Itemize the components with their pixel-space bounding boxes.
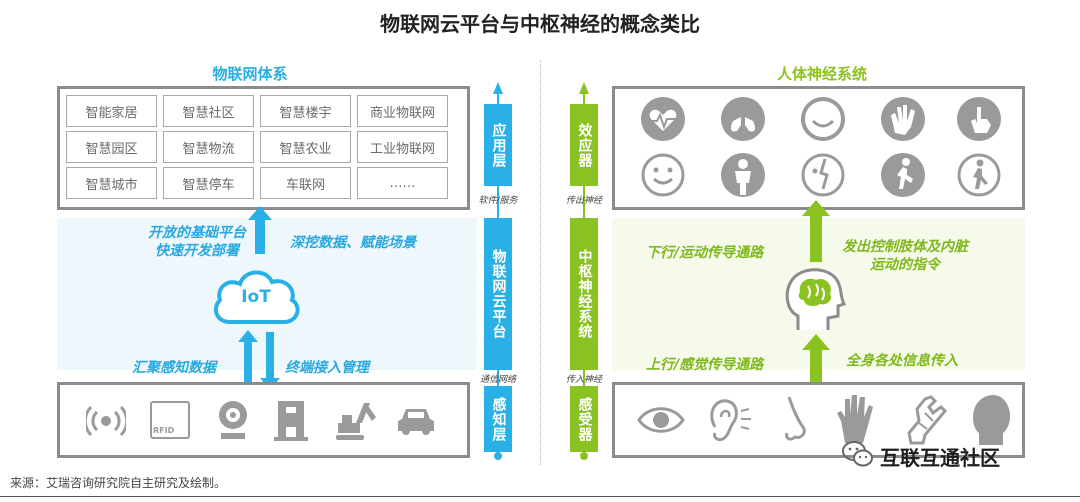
ear-icon: [710, 399, 751, 441]
app-cell: 智慧园区: [66, 131, 157, 163]
afferent-nerve-label: 传入神经: [565, 375, 602, 385]
app-cell: 商业物联网: [357, 95, 448, 127]
sensing-devices-frame: RFID: [57, 382, 470, 458]
iot-flow-dot: [494, 452, 502, 460]
collect-data-text: 汇聚感知数据: [132, 360, 216, 376]
arm-icon: [907, 395, 948, 445]
hand-icon: [837, 395, 873, 443]
iot-cloud-platform-label: 物联网云平台: [484, 218, 512, 370]
receptor-frame: [612, 382, 1025, 458]
app-cell: 智能家居: [66, 95, 157, 127]
app-cell: 智慧城市: [66, 167, 157, 199]
software-service-label: 软件/服务: [478, 196, 518, 206]
iot-flow-arrowhead: [493, 82, 503, 94]
open-platform-text: 开放的基础平台: [148, 225, 246, 241]
up-arrow-icon: [248, 206, 272, 254]
communication-network-label: 通信网络: [479, 375, 516, 385]
running-person-icon: [881, 153, 925, 197]
walking-person-icon: [957, 153, 1001, 197]
nose-icon: [785, 396, 806, 441]
motor-pathway-text: 下行/运动传导通路: [646, 245, 764, 261]
smile-icon: [801, 97, 845, 141]
excavator-icon: [336, 403, 376, 440]
terminal-access-text: 终端接入管理: [285, 360, 369, 376]
application-grid: 智能家居 智慧社区 智慧楼宇 商业物联网 智慧园区 智慧物流 智慧农业 工业物联…: [66, 95, 448, 199]
page-title: 物联网云平台与中枢神经的概念类比: [380, 12, 700, 36]
lungs-icon: [721, 97, 765, 141]
application-scenarios-frame: 智能家居 智慧社区 智慧楼宇 商业物联网 智慧园区 智慧物流 智慧农业 工业物联…: [57, 86, 470, 210]
wireless-signal-icon: [86, 405, 126, 437]
head-icon: [973, 395, 1011, 445]
brain-head-icon: [785, 268, 847, 330]
control-command-text-1: 发出控制肢体及内脏: [842, 239, 968, 255]
app-cell: 智慧社区: [163, 95, 254, 127]
up-arrow-icon: [802, 334, 830, 386]
speaking-face-icon: [801, 153, 845, 197]
clapping-hands-icon: [881, 97, 925, 141]
app-cell: 工业物联网: [357, 131, 448, 163]
body-input-text: 全身各处信息传入: [846, 353, 958, 369]
person-icon: [721, 153, 765, 197]
sensory-pathway-text: 上行/感觉传导通路: [646, 357, 764, 373]
fast-deploy-text: 快速开发部署: [155, 243, 239, 259]
car-icon: [398, 409, 434, 435]
iot-label: IoT: [241, 287, 271, 307]
up-arrow-icon: [802, 200, 830, 262]
bidirectional-arrow-icon: [238, 330, 280, 390]
app-cell: ……: [357, 167, 448, 199]
center-divider: [540, 60, 541, 465]
iot-cloud-icon: [213, 270, 300, 324]
eye-icon: [637, 407, 685, 433]
app-cell: 智慧物流: [163, 131, 254, 163]
watermark: 互联互通社区: [880, 446, 1000, 470]
sensing-layer-label: 感知层: [484, 386, 512, 452]
happy-face-icon: [641, 153, 685, 197]
control-command-text-2: 运动的指令: [870, 257, 940, 273]
rfid-tag-icon: RFID: [150, 401, 190, 439]
effector-label: 效应器: [570, 104, 598, 186]
data-mining-text: 深挖数据、赋能场景: [290, 235, 416, 251]
wechat-icon: [842, 441, 873, 467]
touch-hand-icon: [957, 97, 1001, 141]
nerve-flow-arrowhead: [579, 82, 589, 94]
effector-frame: [612, 86, 1025, 210]
nervous-system-title: 人体神经系统: [776, 65, 867, 83]
app-cell: 智慧农业: [260, 131, 351, 163]
receptor-label: 感受器: [570, 386, 598, 452]
app-cell: 车联网: [260, 167, 351, 199]
central-nervous-system-label: 中枢神经系统: [570, 218, 598, 370]
application-layer-label: 应用层: [484, 104, 512, 186]
app-cell: 智慧楼宇: [260, 95, 351, 127]
machine-icon: [274, 401, 308, 441]
bottom-rule: [0, 496, 1080, 497]
heart-icon: [641, 97, 685, 141]
efferent-nerve-label: 传出神经: [565, 196, 602, 206]
camera-icon: [219, 401, 247, 439]
nerve-flow-dot: [580, 452, 588, 460]
source-note: 来源：艾瑞咨询研究院自主研究及绘制。: [10, 476, 227, 490]
rfid-label: RFID: [153, 426, 175, 435]
app-cell: 智慧停车: [163, 167, 254, 199]
iot-system-title: 物联网体系: [212, 65, 288, 83]
